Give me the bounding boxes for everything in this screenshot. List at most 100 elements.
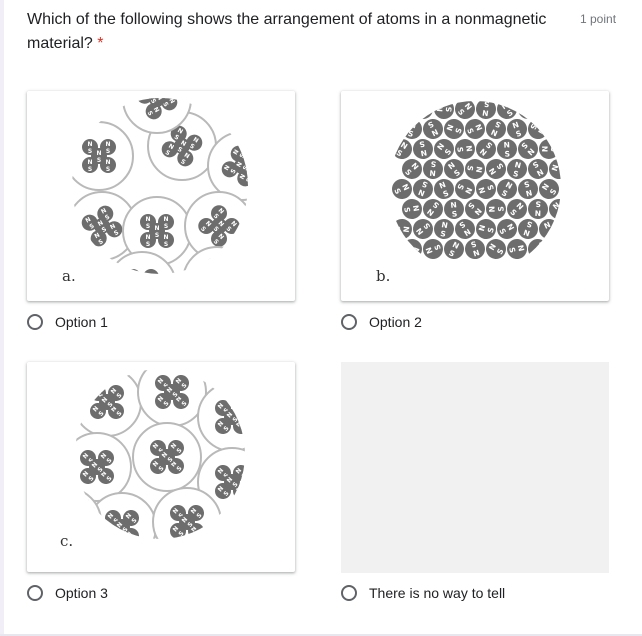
magnet-atom: NS bbox=[476, 179, 496, 199]
svg-text:S: S bbox=[212, 212, 220, 220]
magnet-atom: NS bbox=[465, 159, 485, 179]
magnet-atom: NS bbox=[240, 369, 245, 371]
magnet-atom: NS bbox=[465, 199, 485, 219]
magnet-atom: NS bbox=[255, 370, 278, 393]
image-letter-a: a. bbox=[62, 267, 76, 285]
svg-text:S: S bbox=[204, 276, 210, 284]
svg-text:S: S bbox=[199, 225, 207, 233]
svg-text:S: S bbox=[180, 382, 188, 390]
svg-text:S: S bbox=[426, 119, 435, 129]
magnet-atom: NS bbox=[444, 119, 464, 139]
svg-text:S: S bbox=[465, 165, 475, 172]
svg-text:N: N bbox=[255, 535, 264, 543]
svg-text:S: S bbox=[175, 465, 183, 473]
svg-text:N: N bbox=[192, 136, 200, 145]
svg-text:S: S bbox=[162, 400, 170, 408]
magnet-atom: NS bbox=[143, 287, 159, 301]
svg-text:N: N bbox=[535, 167, 545, 178]
radio-circle-icon[interactable] bbox=[341, 314, 357, 330]
option-1-radio[interactable]: Option 1 bbox=[27, 314, 108, 330]
svg-text:S: S bbox=[130, 517, 138, 525]
option-4-label: There is no way to tell bbox=[369, 585, 506, 601]
svg-text:S: S bbox=[195, 530, 203, 538]
svg-text:N: N bbox=[161, 451, 170, 459]
svg-text:N: N bbox=[152, 442, 161, 450]
svg-text:S: S bbox=[392, 187, 402, 196]
svg-text:N: N bbox=[462, 227, 472, 238]
svg-text:S: S bbox=[155, 232, 159, 239]
magnet-atom: NS bbox=[528, 199, 548, 219]
svg-text:N: N bbox=[172, 507, 181, 515]
magnet-atom: NS bbox=[423, 159, 443, 179]
svg-text:S: S bbox=[221, 270, 227, 278]
svg-text:N: N bbox=[101, 396, 110, 404]
svg-text:S: S bbox=[180, 400, 188, 408]
svg-text:S: S bbox=[531, 159, 540, 169]
option-3-label: Option 3 bbox=[55, 585, 108, 601]
svg-text:N: N bbox=[190, 525, 199, 533]
svg-text:S: S bbox=[75, 512, 83, 520]
svg-text:N: N bbox=[87, 159, 92, 166]
svg-text:N: N bbox=[204, 220, 213, 229]
svg-text:S: S bbox=[215, 281, 221, 289]
svg-text:S: S bbox=[97, 392, 105, 400]
svg-text:N: N bbox=[522, 228, 531, 239]
svg-text:S: S bbox=[88, 166, 92, 173]
svg-text:S: S bbox=[134, 284, 141, 288]
option-2-radio[interactable]: Option 2 bbox=[341, 314, 422, 330]
svg-text:N: N bbox=[143, 91, 152, 98]
magnet-atom: NS bbox=[223, 218, 240, 234]
svg-text:N: N bbox=[92, 405, 101, 413]
svg-text:N: N bbox=[110, 387, 119, 395]
svg-text:S: S bbox=[222, 490, 230, 498]
svg-text:S: S bbox=[87, 475, 95, 483]
svg-text:S: S bbox=[238, 152, 246, 159]
svg-text:S: S bbox=[497, 227, 507, 236]
svg-text:N: N bbox=[490, 127, 499, 138]
option-4-radio[interactable]: There is no way to tell bbox=[341, 585, 505, 601]
svg-text:N: N bbox=[175, 395, 184, 403]
radio-circle-icon[interactable] bbox=[341, 585, 357, 601]
svg-text:S: S bbox=[240, 407, 248, 415]
svg-text:N: N bbox=[201, 269, 208, 277]
svg-text:N: N bbox=[463, 101, 474, 112]
svg-text:N: N bbox=[487, 166, 498, 176]
magnet-atom: NS bbox=[392, 101, 412, 119]
svg-text:N: N bbox=[242, 375, 251, 383]
svg-text:N: N bbox=[105, 159, 110, 166]
svg-text:S: S bbox=[519, 140, 529, 150]
magnet-atom: NS bbox=[444, 199, 464, 219]
svg-text:N: N bbox=[239, 173, 248, 181]
svg-text:N: N bbox=[217, 467, 226, 475]
svg-text:N: N bbox=[450, 200, 457, 210]
svg-text:S: S bbox=[157, 447, 165, 455]
svg-text:S: S bbox=[455, 146, 465, 152]
svg-text:N: N bbox=[473, 123, 484, 132]
svg-text:N: N bbox=[463, 186, 474, 195]
option-3-radio[interactable]: Option 3 bbox=[27, 585, 108, 601]
radio-circle-icon[interactable] bbox=[27, 585, 43, 601]
svg-text:N: N bbox=[157, 377, 166, 385]
svg-text:S: S bbox=[176, 146, 183, 154]
svg-text:N: N bbox=[473, 206, 484, 217]
svg-text:S: S bbox=[195, 512, 203, 520]
svg-text:S: S bbox=[162, 382, 170, 390]
svg-text:S: S bbox=[526, 219, 534, 229]
magnet-atom: NS bbox=[56, 511, 79, 534]
svg-text:N: N bbox=[525, 188, 533, 198]
magnet-atom: NS bbox=[235, 533, 245, 539]
svg-text:S: S bbox=[419, 139, 426, 149]
svg-text:S: S bbox=[112, 517, 120, 525]
svg-text:S: S bbox=[254, 161, 262, 168]
radio-circle-icon[interactable] bbox=[27, 314, 43, 330]
svg-text:N: N bbox=[61, 516, 70, 524]
svg-text:N: N bbox=[414, 226, 425, 236]
magnet-atom: NS bbox=[186, 134, 203, 151]
svg-text:S: S bbox=[229, 168, 237, 175]
svg-text:S: S bbox=[113, 229, 120, 237]
